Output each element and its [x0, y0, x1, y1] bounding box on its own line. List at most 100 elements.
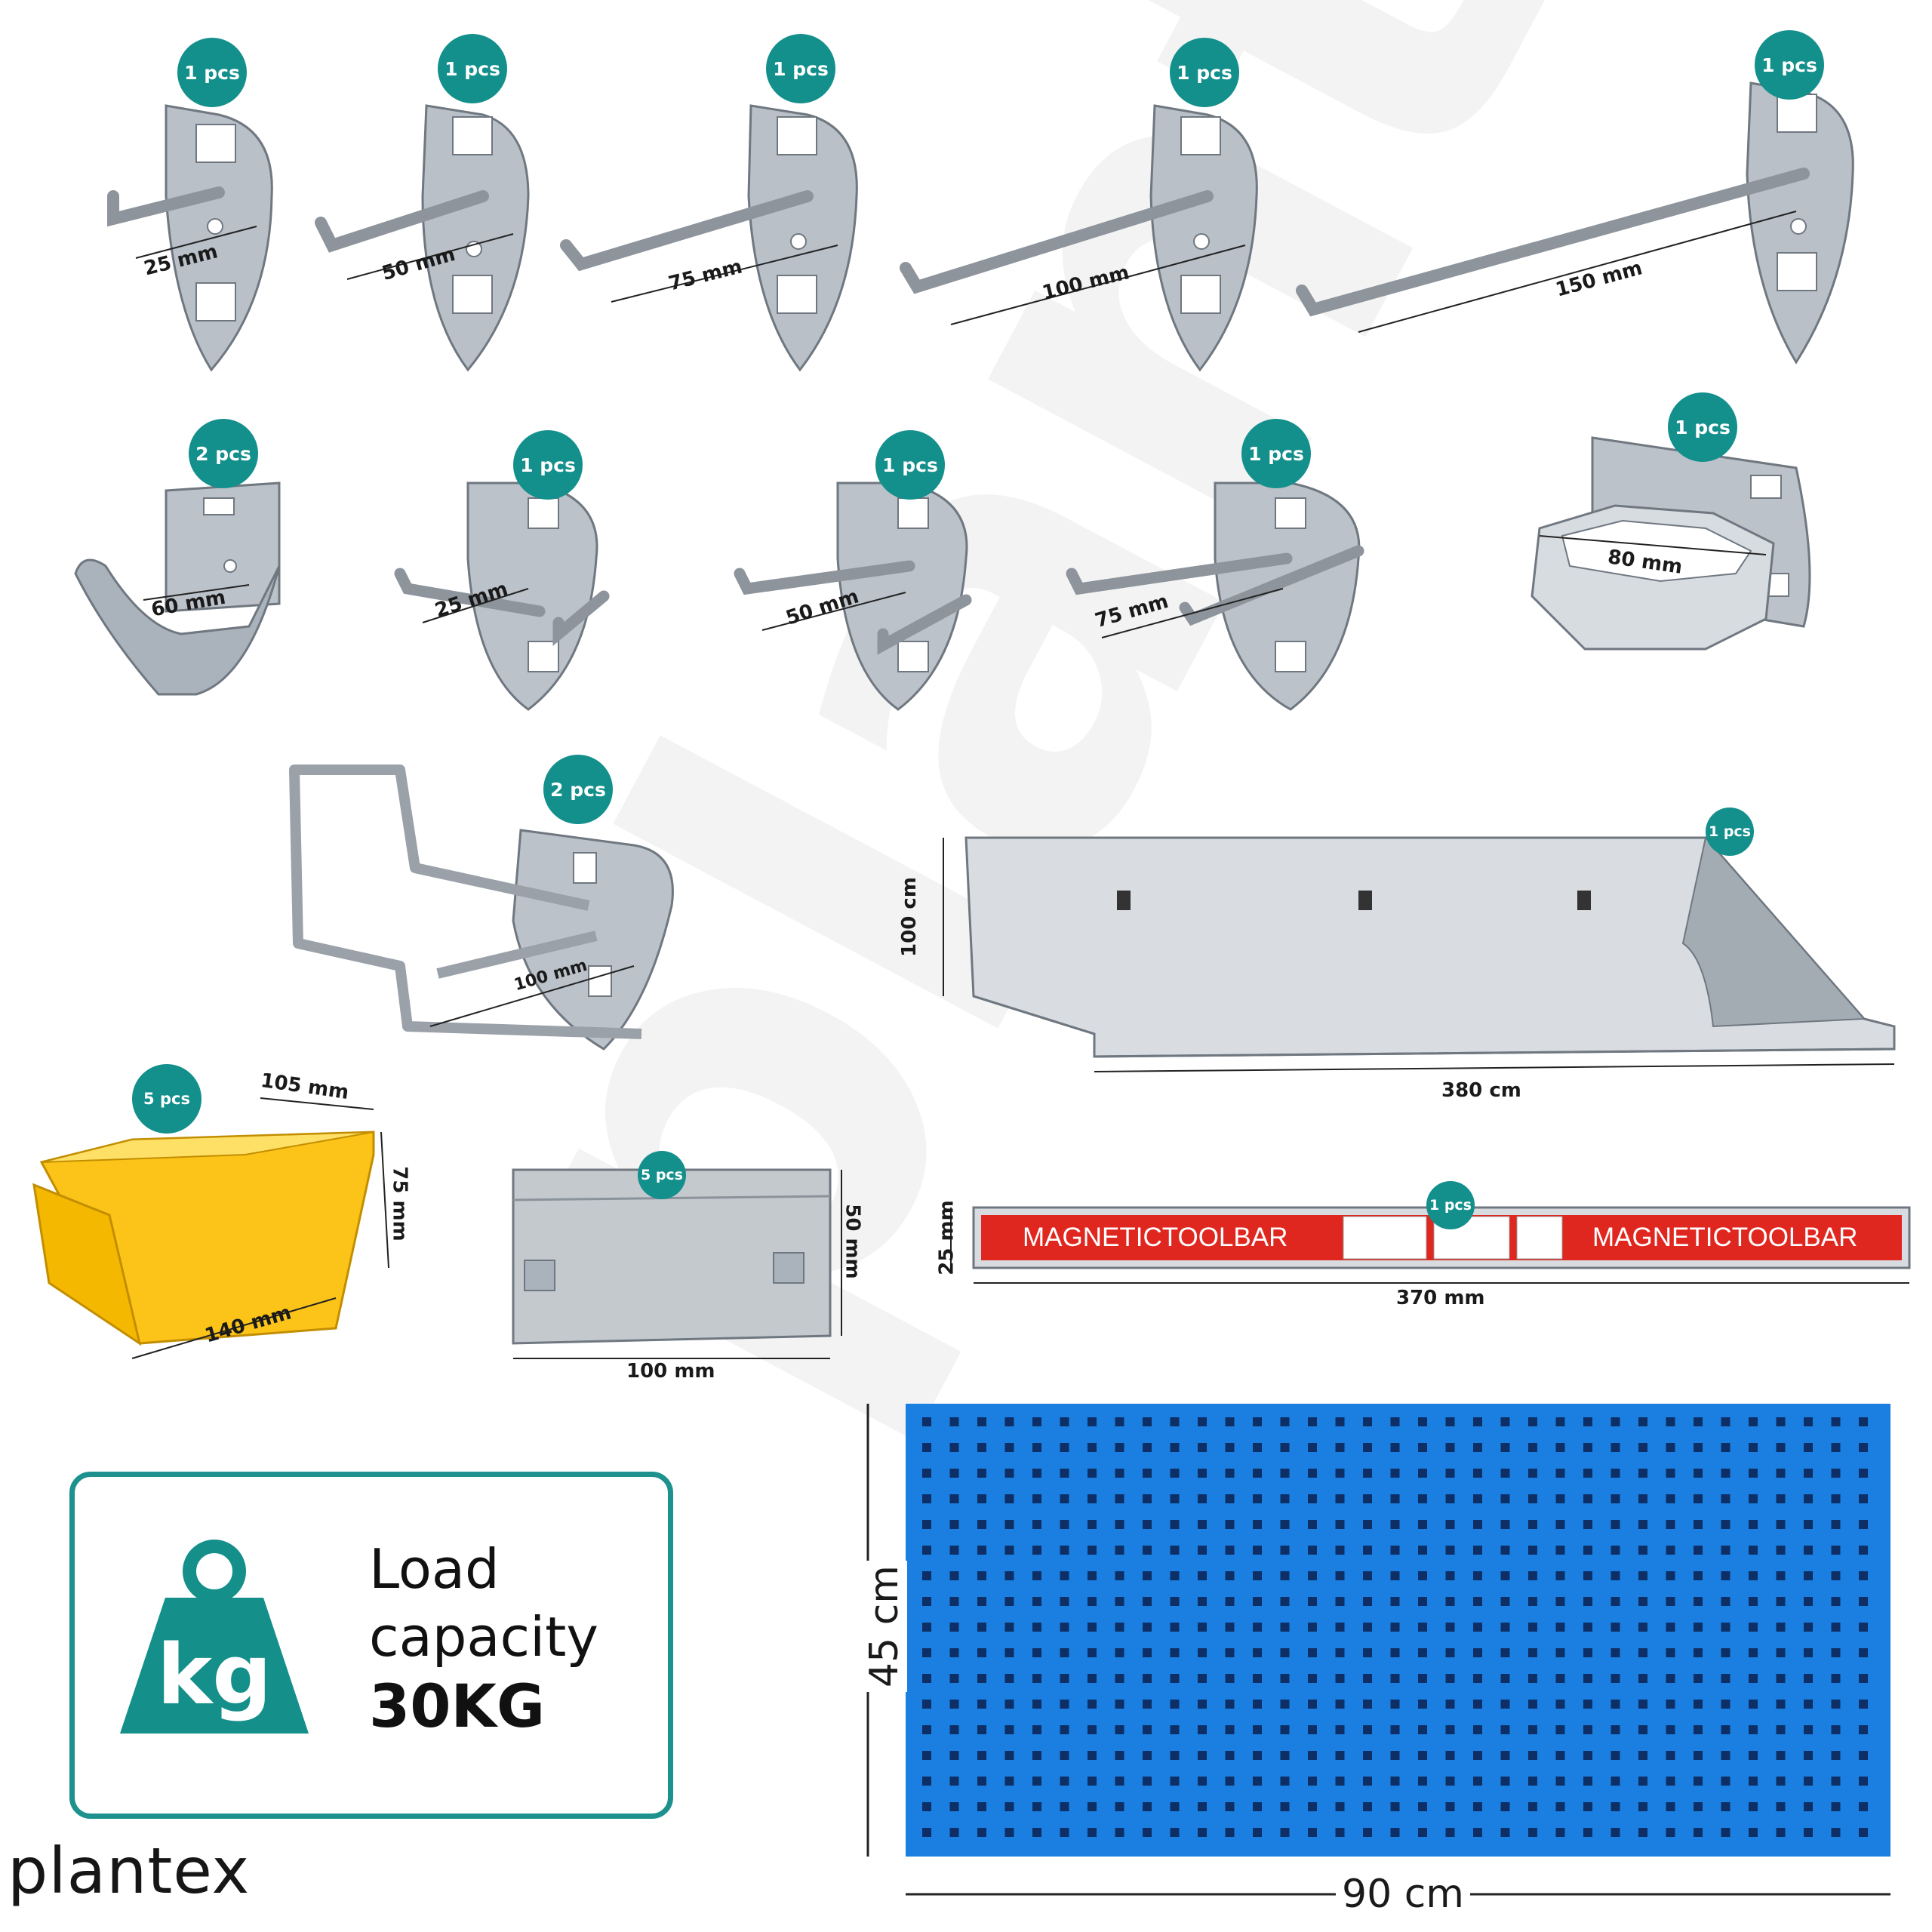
peg-hole [949, 1802, 959, 1811]
peg-hole [1694, 1571, 1703, 1580]
peg-hole [1004, 1469, 1014, 1478]
peg-hole [1253, 1648, 1262, 1657]
peg-hole [1749, 1700, 1758, 1709]
peg-hole [1253, 1751, 1262, 1760]
qty-badge: 1 pcs [1755, 30, 1824, 100]
peg-hole [1555, 1443, 1565, 1452]
peg-hole [1831, 1674, 1841, 1683]
peg-hole [1032, 1828, 1041, 1837]
peg-hole [1473, 1802, 1482, 1811]
peg-hole [1445, 1571, 1455, 1580]
peg-hole [1831, 1623, 1841, 1632]
peg-hole [1776, 1700, 1786, 1709]
peg-hole [1831, 1571, 1841, 1580]
peg-hole [1611, 1648, 1620, 1657]
peg-hole [1225, 1674, 1235, 1683]
peg-hole [1088, 1546, 1097, 1555]
dim-label-width: 100 mm [626, 1360, 715, 1383]
peg-hole [1445, 1623, 1455, 1632]
peg-hole [1253, 1700, 1262, 1709]
peg-hole [1363, 1417, 1372, 1426]
peg-hole [1500, 1571, 1510, 1580]
peg-hole [1335, 1494, 1345, 1503]
peg-hole [1611, 1494, 1620, 1503]
peg-hole [1776, 1828, 1786, 1837]
peg-hole [1363, 1751, 1372, 1760]
peg-hole [1555, 1802, 1565, 1811]
peg-hole [1528, 1648, 1537, 1657]
peg-hole [1611, 1571, 1620, 1580]
peg-hole [1666, 1417, 1675, 1426]
qty-badge: 1 pcs [1241, 419, 1311, 488]
peg-hole [1528, 1597, 1537, 1606]
peg-hole [1859, 1494, 1868, 1503]
peg-hole [1418, 1648, 1427, 1657]
peg-hole [1308, 1700, 1317, 1709]
peg-hole [1308, 1674, 1317, 1683]
peg-hole [1115, 1520, 1124, 1529]
peg-hole [1088, 1623, 1097, 1632]
peg-hole [1445, 1725, 1455, 1734]
clip-60mm: 2 pcs 60 mm [60, 419, 294, 696]
peg-hole [1390, 1777, 1400, 1786]
peg-hole [1859, 1700, 1868, 1709]
peg-hole [1225, 1802, 1235, 1811]
peg-hole [1555, 1417, 1565, 1426]
peg-hole [1004, 1700, 1014, 1709]
peg-hole [1198, 1417, 1207, 1426]
peg-hole [1280, 1546, 1290, 1555]
peg-hole [1060, 1700, 1069, 1709]
peg-hole [1583, 1648, 1592, 1657]
peg-hole [1390, 1571, 1400, 1580]
peg-hole [1831, 1802, 1841, 1811]
peg-hole [1804, 1443, 1813, 1452]
peg-hole [1749, 1674, 1758, 1683]
peg-hole [1390, 1417, 1400, 1426]
peg-hole [1555, 1674, 1565, 1683]
peg-hole [1445, 1443, 1455, 1452]
peg-hole [1666, 1623, 1675, 1632]
peg-hole [1363, 1802, 1372, 1811]
peg-hole [1225, 1777, 1235, 1786]
qty-badge: 5 pcs [132, 1064, 202, 1134]
peg-hole [1666, 1520, 1675, 1529]
peg-hole [1473, 1725, 1482, 1734]
peg-hole [1170, 1623, 1180, 1632]
peg-hole [1749, 1417, 1758, 1426]
peg-hole [1418, 1571, 1427, 1580]
peg-hole [1473, 1494, 1482, 1503]
peg-hole [1583, 1828, 1592, 1837]
peg-hole [1088, 1597, 1097, 1606]
peg-hole [1115, 1494, 1124, 1503]
qty-badge: 2 pcs [189, 419, 258, 488]
peg-hole [1831, 1443, 1841, 1452]
peg-hole [1390, 1802, 1400, 1811]
peg-hole [1666, 1443, 1675, 1452]
peg-hole [1445, 1802, 1455, 1811]
peg-hole [1225, 1443, 1235, 1452]
peg-hole [1528, 1417, 1537, 1426]
peg-hole [1721, 1469, 1730, 1478]
peg-hole [1611, 1777, 1620, 1786]
peg-hole [1143, 1623, 1152, 1632]
peg-hole [1280, 1777, 1290, 1786]
peg-hole [1363, 1546, 1372, 1555]
peg-hole [1280, 1623, 1290, 1632]
peg-hole [1060, 1802, 1069, 1811]
peg-hole [1253, 1725, 1262, 1734]
peg-hole [1611, 1623, 1620, 1632]
peg-hole [1225, 1546, 1235, 1555]
peg-hole [1638, 1546, 1647, 1555]
peg-hole [1859, 1777, 1868, 1786]
peg-hole [1060, 1828, 1069, 1837]
peg-hole [1721, 1700, 1730, 1709]
peg-hole [1004, 1597, 1014, 1606]
peg-hole [1143, 1700, 1152, 1709]
peg-hole [1143, 1494, 1152, 1503]
toolbar-label-left: MAGNETICTOOLBAR [1023, 1223, 1288, 1252]
peg-hole [1473, 1648, 1482, 1657]
peg-hole [1638, 1469, 1647, 1478]
peg-hole [1418, 1700, 1427, 1709]
brand-logo: plantex [8, 1834, 251, 1908]
peg-hole [1115, 1417, 1124, 1426]
